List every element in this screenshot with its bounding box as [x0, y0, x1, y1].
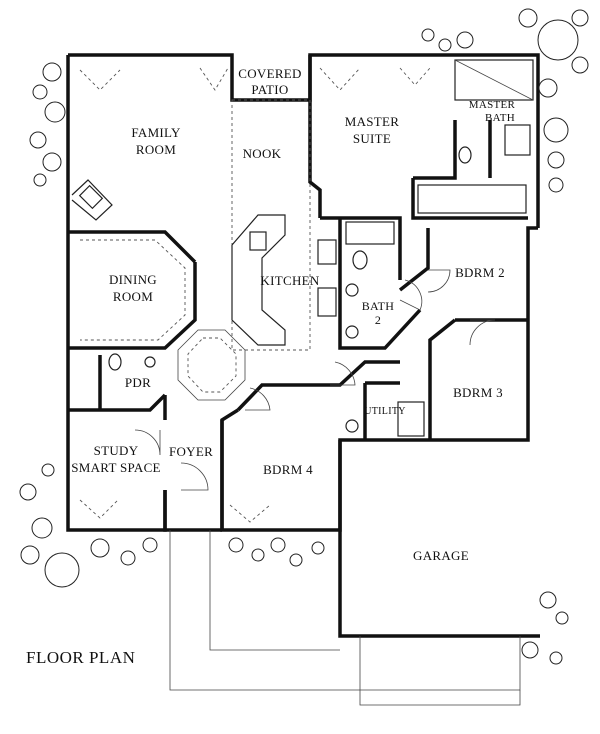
- study-label: STUDY: [94, 443, 139, 458]
- shrub-cluster-right-bottom: [521, 591, 569, 665]
- bath2-label-2: 2: [375, 313, 381, 327]
- family-room-label: FAMILY: [131, 125, 181, 140]
- dining-room-label-2: ROOM: [113, 289, 153, 304]
- bdrm4-label: BDRM 4: [263, 462, 313, 477]
- plan-title: FLOOR PLAN: [26, 648, 135, 667]
- bdrm3-label: BDRM 3: [453, 385, 503, 400]
- study-label-2: SMART SPACE: [71, 460, 161, 475]
- detail-lines: [71, 59, 534, 523]
- covered-patio-label-2: PATIO: [251, 82, 288, 97]
- master-bath-label: MASTER: [469, 99, 516, 111]
- shrub-cluster-left-bottom: [19, 463, 158, 588]
- garage-label: GARAGE: [413, 548, 469, 563]
- shrub-cluster-front: [228, 537, 325, 567]
- interior-walls: [68, 55, 528, 530]
- door-swings: [134, 269, 496, 491]
- bath2-label: BATH: [362, 299, 395, 313]
- pdr-label: PDR: [125, 375, 151, 390]
- shrub-cluster-right-top: [421, 8, 589, 193]
- room-labels: COVERED PATIO FAMILY ROOM NOOK MASTER SU…: [71, 66, 515, 563]
- site-lines: [169, 530, 521, 706]
- shrub-cluster-left-top: [29, 62, 66, 187]
- master-suite-label-2: SUITE: [353, 131, 391, 146]
- nook-label: NOOK: [243, 146, 282, 161]
- master-bath-label-2: BATH: [485, 112, 515, 124]
- bdrm2-label: BDRM 2: [455, 265, 505, 280]
- foyer-label: FOYER: [169, 444, 213, 459]
- kitchen-label: KITCHEN: [260, 273, 319, 288]
- master-suite-label: MASTER: [345, 114, 400, 129]
- landscaping-shrubs: [19, 8, 589, 665]
- covered-patio-label: COVERED: [238, 66, 302, 81]
- family-room-label-2: ROOM: [136, 142, 176, 157]
- dining-room-label: DINING: [109, 272, 157, 287]
- utility-label: UTILITY: [364, 406, 406, 417]
